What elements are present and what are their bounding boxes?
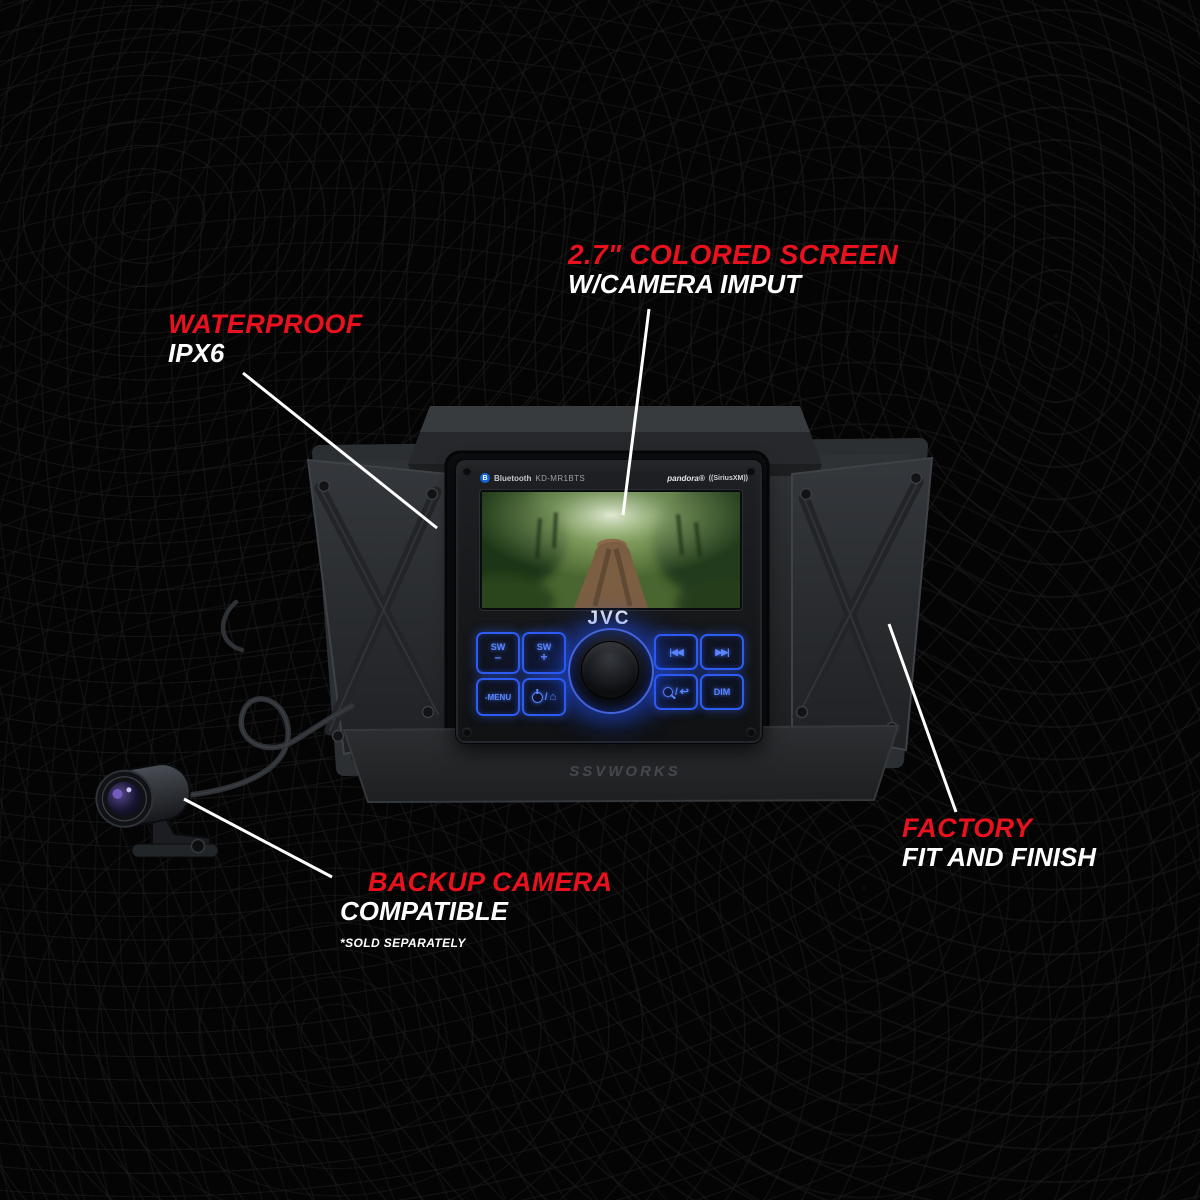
search-icon (663, 687, 673, 697)
callout-factory-title: FACTORY (902, 813, 1033, 843)
logo-strip: B Bluetooth KD-MR1BTS pandora® ((SiriusX… (480, 471, 748, 485)
plus-sign: + (540, 649, 548, 664)
sw-plus-button: SW + (522, 632, 566, 674)
mount-brand-text: SSVWORKS (569, 763, 681, 780)
top-visor-top (420, 406, 810, 432)
callout-waterproof-title: WATERPROOF (168, 309, 363, 339)
bluetooth-label: Bluetooth (494, 473, 532, 483)
home-icon: ⌂ (549, 690, 557, 703)
camera-body (95, 763, 191, 828)
backup-camera (95, 599, 355, 858)
head-unit-faceplate: B Bluetooth KD-MR1BTS pandora® ((SiriusX… (455, 459, 763, 744)
callout-screen: 2.7" COLORED SCREEN W/CAMERA IMPUT (568, 239, 899, 300)
faceplate-screw (463, 467, 471, 475)
volume-knob-ring (568, 628, 654, 714)
dim-button: DIM (700, 674, 744, 710)
callout-screen-title: 2.7" COLORED SCREEN (568, 239, 899, 270)
right-speaker-pod (791, 456, 934, 752)
callout-camera-note: *SOLD SEPARATELY (340, 936, 466, 951)
faceplate-screw (747, 467, 755, 475)
slash: / (544, 691, 548, 703)
menu-button: -MENU (476, 678, 520, 716)
callout-camera-subtitle: COMPATIBLE (340, 896, 509, 927)
camera-cable (187, 599, 355, 798)
stereo-screen (480, 490, 742, 610)
slash: / (675, 686, 678, 698)
model-label: KD-MR1BTS (535, 473, 586, 483)
faceplate-screw (463, 728, 471, 736)
sw-minus-button: SW – (476, 632, 520, 674)
return-icon: ↩ (679, 685, 689, 698)
prev-track-button: |◀◀ (654, 634, 698, 670)
callout-camera-title: BACKUP CAMERA (368, 867, 613, 897)
pandora-logo: pandora® (667, 473, 705, 483)
sw-label: SW (490, 642, 506, 653)
faceplate-screw (747, 728, 755, 736)
search-back-button: / ↩ (654, 674, 698, 710)
trail-image (482, 492, 740, 608)
bluetooth-icon: B (480, 473, 490, 483)
callout-factory: FACTORY FIT AND FINISH (902, 813, 1097, 873)
sw-label: SW (536, 642, 552, 653)
next-track-button: ▶▶| (700, 634, 744, 670)
power-icon (531, 691, 543, 703)
callout-backup-camera: BACKUP CAMERA COMPATIBLE *SOLD SEPARATEL… (340, 867, 613, 951)
callout-factory-subtitle: FIT AND FINISH (902, 842, 1097, 873)
jvc-logo: JVC (587, 608, 631, 629)
power-home-button: / ⌂ (522, 678, 566, 716)
callout-waterproof-subtitle: IPX6 (168, 338, 225, 369)
minus-sign: – (494, 649, 502, 664)
volume-knob (581, 641, 639, 699)
callout-screen-subtitle: W/CAMERA IMPUT (568, 269, 802, 300)
siriusxm-logo: ((SiriusXM)) (708, 474, 748, 482)
callout-waterproof: WATERPROOF IPX6 (168, 309, 363, 369)
